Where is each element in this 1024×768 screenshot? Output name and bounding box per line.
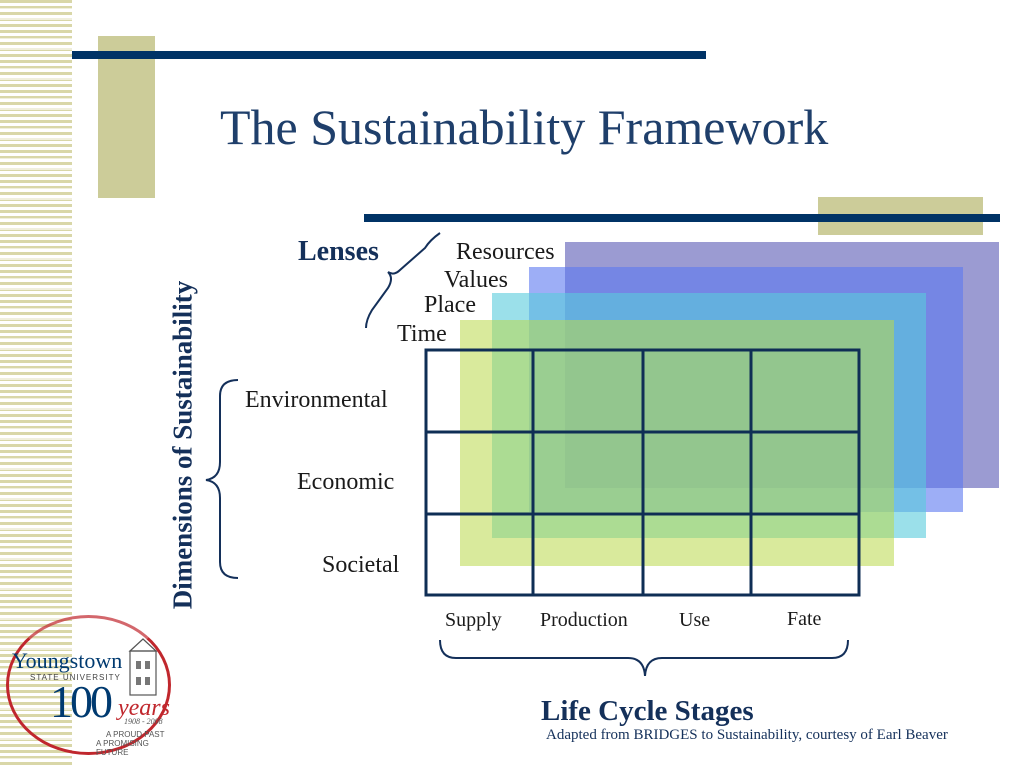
- stage-label-fate: Fate: [787, 608, 822, 630]
- olive-accent-bar: [98, 36, 155, 198]
- left-stripe-decoration: [0, 0, 72, 768]
- lenses-bracket: [365, 232, 441, 329]
- lens-label-resources: Resources: [456, 239, 555, 265]
- logo-years: years: [118, 695, 170, 721]
- logo-subtitle: STATE UNIVERSITY: [30, 673, 121, 682]
- lens-label-place: Place: [424, 292, 476, 318]
- logo-number: 100: [50, 676, 113, 727]
- logo-dates: 1908 - 2008: [124, 717, 163, 726]
- slide-title: The Sustainability Framework: [220, 99, 829, 155]
- lens-label-time: Time: [397, 321, 447, 347]
- dimension-label-societal: Societal: [322, 552, 400, 578]
- dimensions-brace: [205, 379, 239, 579]
- logo-tagline-2: A PROMISING FUTURE: [96, 739, 149, 757]
- stage-label-production: Production: [540, 609, 628, 631]
- lenses-heading: Lenses: [298, 236, 379, 267]
- stage-label-use: Use: [679, 609, 711, 631]
- source-credit: Adapted from BRIDGES to Sustainability, …: [546, 727, 948, 743]
- life-cycle-brace: [439, 639, 849, 677]
- university-logo: Youngstown STATE UNIVERSITY 100 years 19…: [6, 615, 181, 760]
- title-rule-top: [72, 51, 706, 59]
- title-rule-bottom: [364, 214, 1000, 222]
- lens-layer-time: [460, 320, 894, 566]
- dimensions-heading: Dimensions of Sustainability: [167, 280, 198, 610]
- logo-ring: [6, 615, 171, 755]
- life-cycle-heading: Life Cycle Stages: [541, 695, 754, 727]
- dimension-label-environmental: Environmental: [245, 387, 388, 413]
- tower-icon: [128, 638, 158, 696]
- logo-name: Youngstown: [12, 648, 123, 673]
- framework-grid: [424, 348, 861, 597]
- dimension-label-economic: Economic: [297, 469, 395, 495]
- logo-tagline-1: A PROUD PAST: [106, 730, 165, 739]
- stage-label-supply: Supply: [445, 609, 502, 631]
- lens-label-values: Values: [444, 267, 508, 293]
